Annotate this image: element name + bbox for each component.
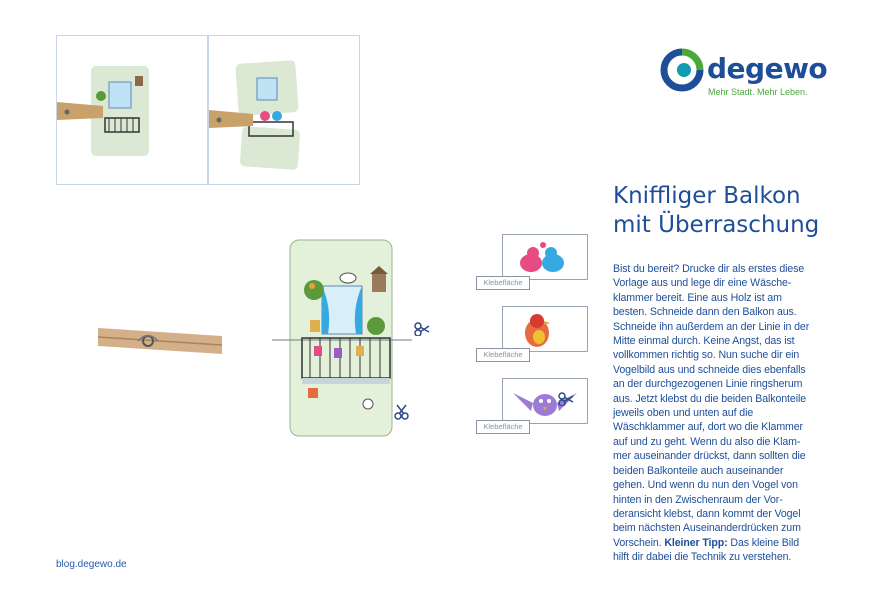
glue-label-2: Klebefläche bbox=[476, 348, 530, 362]
bird-icon bbox=[525, 314, 550, 347]
balcony-open-illustration bbox=[209, 60, 300, 170]
balcony-template bbox=[272, 238, 412, 438]
page-title: Kniffliger Balkon mit Überraschung bbox=[613, 182, 853, 240]
brand-name: degewo bbox=[707, 52, 828, 85]
clothespin-icon bbox=[97, 328, 223, 354]
degewo-logo bbox=[660, 48, 704, 92]
scissors-icon bbox=[394, 404, 409, 420]
instructions-main: Bist du bereit? Drucke dir als erstes di… bbox=[613, 263, 810, 549]
bird-cutout-2 bbox=[502, 306, 588, 352]
glue-label-1: Klebefläche bbox=[476, 276, 530, 290]
bird-cutout-1 bbox=[502, 234, 588, 280]
example-thumbnail-closed bbox=[56, 35, 208, 185]
footer-url[interactable]: blog.degewo.de bbox=[56, 559, 127, 570]
bird-icon bbox=[520, 242, 564, 272]
example-thumbnail-open bbox=[208, 35, 360, 185]
balcony-icon bbox=[272, 239, 412, 437]
scissors-icon bbox=[558, 392, 574, 406]
bird-cutout-3 bbox=[502, 378, 588, 424]
bird-icon bbox=[513, 393, 577, 416]
title-line-2: mit Überraschung bbox=[613, 212, 820, 238]
tip-text: Das kleine Bild hilft dir dabei die Tech… bbox=[613, 536, 799, 564]
instructions-text: Bist du bereit? Drucke dir als erstes di… bbox=[613, 262, 813, 565]
tip-label: Kleiner Tipp: bbox=[664, 536, 728, 549]
title-line-1: Kniffliger Balkon bbox=[613, 183, 801, 209]
scissors-icon bbox=[414, 322, 430, 336]
balcony-closed-illustration bbox=[57, 66, 149, 156]
brand-tagline: Mehr Stadt. Mehr Leben. bbox=[708, 87, 808, 97]
degewo-logo-icon bbox=[660, 48, 704, 92]
glue-label-3: Klebefläche bbox=[476, 420, 530, 434]
